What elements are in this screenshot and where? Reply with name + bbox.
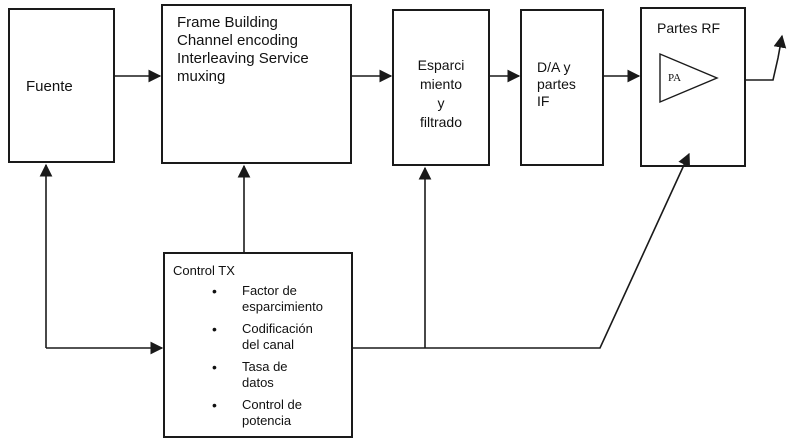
esparci-line-2: miento [419, 76, 463, 92]
fuente-label: Fuente [26, 78, 73, 95]
partes-rf-label: Partes RF [657, 20, 721, 36]
pa-label: PA [668, 72, 681, 84]
block-partes-rf [640, 7, 746, 167]
esparci-line-3: y [437, 95, 445, 111]
da-if-label: D/A y partes IF [537, 59, 576, 110]
block-frame-building [161, 4, 352, 164]
frame-line-3: Interleaving Service [177, 50, 309, 67]
frame-line-2: Channel encoding [177, 32, 298, 49]
esparci-line-1: Esparci [417, 57, 465, 73]
da-line-1: D/A y [537, 59, 571, 75]
antenna-output [746, 34, 787, 81]
block-da-if [520, 9, 604, 166]
control-bus [353, 152, 691, 349]
da-line-2: partes [537, 76, 576, 92]
block-esparcimiento [392, 9, 490, 166]
frame-line-4: muxing [177, 68, 226, 85]
esparcimiento-label: Esparci miento y filtrado [392, 56, 490, 132]
block-fuente [8, 8, 115, 163]
pa-amplifier-icon [659, 52, 719, 104]
control-tx-title: Control TX [173, 263, 235, 278]
frame-line-1: Frame Building [177, 14, 278, 31]
esparci-line-4: filtrado [419, 114, 463, 130]
da-line-3: IF [537, 93, 550, 109]
frame-building-label: Frame Building Channel encoding Interlea… [177, 14, 309, 86]
